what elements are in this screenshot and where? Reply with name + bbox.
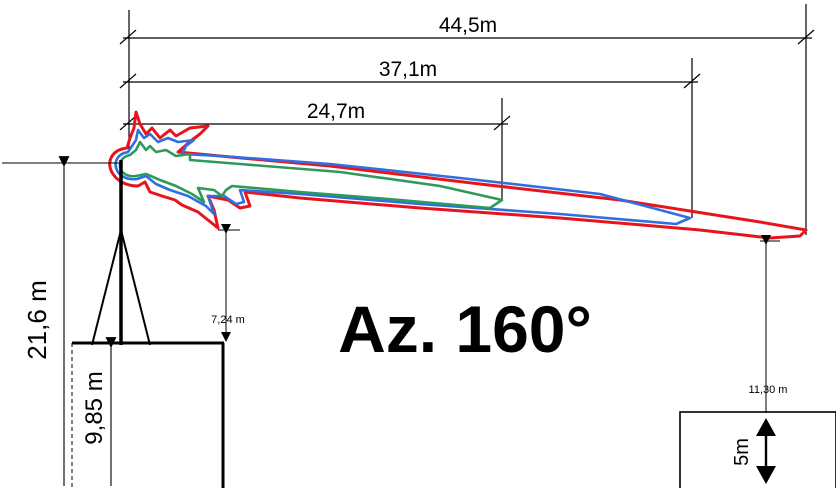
receiving-box <box>679 411 836 488</box>
antenna-mast <box>91 160 151 346</box>
dim-clearance-box <box>760 235 780 413</box>
radiation-lobes <box>108 110 808 240</box>
dim-clearance-building <box>218 224 240 342</box>
label-box-height: 5m <box>731 438 753 466</box>
label-clearance-box: 11,30 m <box>749 384 788 396</box>
label-antenna-height: 21,6 m <box>22 280 52 360</box>
distance-dimensions <box>119 4 815 235</box>
lobe-red-44-5m <box>108 110 808 240</box>
dim-box-height <box>756 418 776 484</box>
distance-label-mid: 37,1m <box>379 58 437 81</box>
distance-label-far: 44,5m <box>439 14 497 37</box>
label-building-height: 9,85 m <box>81 371 108 444</box>
lobe-blue-37-1m <box>114 128 692 226</box>
label-clearance-building: 7,24 m <box>211 314 245 326</box>
building-outline <box>71 341 225 488</box>
dim-antenna-height <box>2 156 120 486</box>
azimuth-label: Az. 160° <box>338 292 592 366</box>
distance-label-near: 24,7m <box>307 100 365 123</box>
